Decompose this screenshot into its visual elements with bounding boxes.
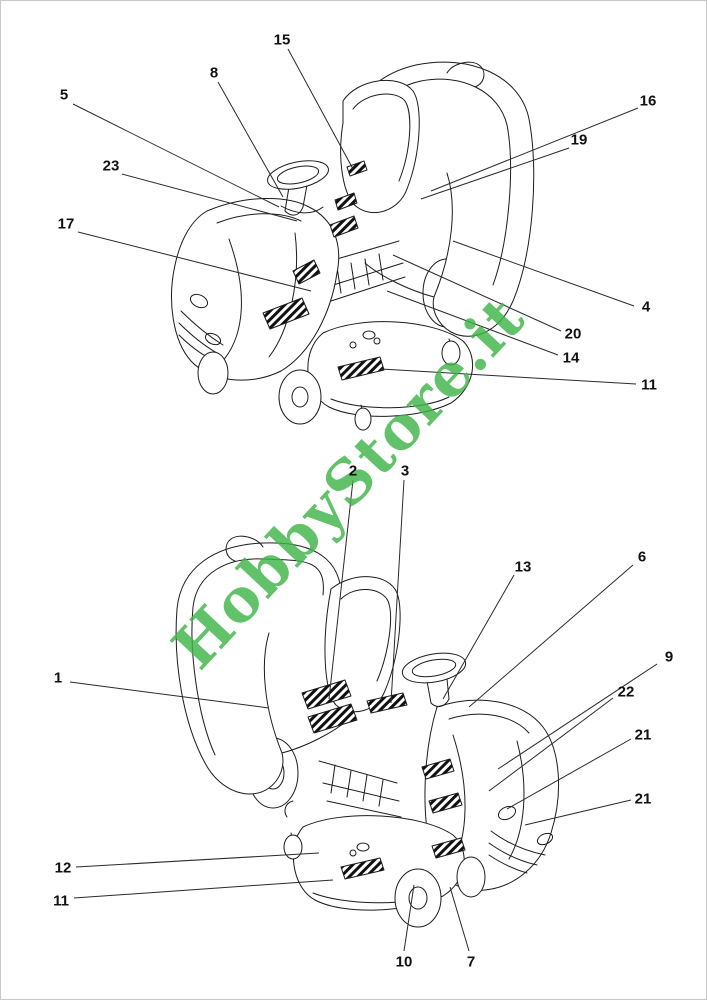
leader-line: [430, 107, 639, 192]
leader-line: [497, 663, 658, 770]
tractor-illustration-bottom: [175, 535, 559, 928]
callout-5: 5: [59, 86, 69, 104]
callout-13: 13: [514, 558, 532, 576]
leader-line: [524, 799, 632, 826]
callout-11-top: 11: [641, 376, 657, 394]
leader-line: [452, 240, 635, 307]
leader-line: [287, 48, 354, 170]
callout-15: 15: [273, 31, 291, 49]
tractor-illustration-top: [171, 61, 535, 431]
callout-7: 7: [466, 953, 476, 971]
callout-10: 10: [395, 953, 413, 971]
callout-3: 3: [400, 462, 410, 480]
callout-6: 6: [637, 548, 647, 566]
leader-line: [420, 147, 570, 200]
callout-11-bottom: 11: [53, 892, 69, 910]
leader-line: [217, 81, 284, 198]
leader-line: [121, 173, 298, 222]
callout-16: 16: [639, 92, 657, 110]
leader-lines: [69, 48, 658, 952]
callout-12: 12: [54, 859, 72, 877]
callout-22: 22: [617, 683, 635, 701]
leader-line: [468, 564, 634, 708]
leader-line: [69, 681, 270, 709]
callout-20: 20: [564, 325, 582, 343]
leader-line: [380, 368, 637, 385]
leader-line: [403, 884, 415, 952]
callout-17: 17: [57, 215, 75, 233]
leader-line: [449, 886, 470, 952]
leader-line: [75, 852, 320, 868]
callout-21-b: 21: [634, 790, 652, 808]
callout-21-a: 21: [634, 726, 652, 744]
leader-line: [390, 479, 405, 704]
leader-line: [488, 697, 614, 792]
leader-line: [386, 290, 559, 356]
leader-line: [73, 879, 334, 899]
callout-2: 2: [348, 462, 358, 480]
callout-4: 4: [641, 298, 651, 316]
leader-line: [506, 738, 632, 810]
leader-line: [77, 231, 312, 292]
leader-line: [72, 103, 280, 208]
callout-14: 14: [562, 349, 580, 367]
leader-line: [392, 254, 562, 332]
callout-1: 1: [53, 669, 63, 687]
callout-9: 9: [664, 648, 674, 666]
leader-line: [442, 574, 515, 700]
callout-8: 8: [209, 64, 219, 82]
callout-19: 19: [570, 131, 588, 149]
leader-line: [328, 479, 354, 700]
callout-23: 23: [102, 157, 120, 175]
